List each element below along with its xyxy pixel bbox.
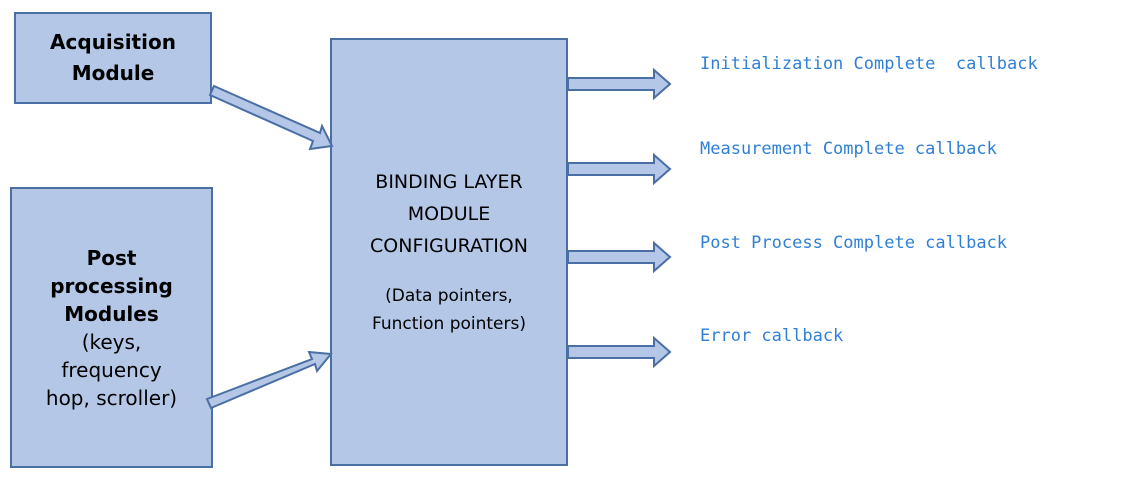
arrow-to-error-callback <box>567 335 672 369</box>
binding-layer-box: BINDING LAYER MODULE CONFIGURATION (Data… <box>330 38 568 466</box>
arrow-to-postprocess-callback <box>567 240 672 274</box>
initialization-complete-callback-label: Initialization Complete callback <box>700 54 1038 74</box>
arrow-to-initialization-callback <box>567 67 672 101</box>
post-detail-line2: frequency <box>61 357 162 382</box>
arrow-to-measurement-callback <box>567 152 672 186</box>
acquisition-label-line1: Acquisition <box>50 30 176 54</box>
acquisition-label-line2: Module <box>71 61 155 85</box>
error-callback-label: Error callback <box>700 326 844 346</box>
binding-title-line3: CONFIGURATION <box>370 235 528 257</box>
post-title-line1: Post <box>86 245 137 270</box>
binding-detail-line2: Function pointers) <box>371 314 526 334</box>
post-process-complete-callback-label: Post Process Complete callback <box>700 233 1008 253</box>
binding-detail: (Data pointers, Function pointers) <box>372 282 526 338</box>
measurement-complete-callback-label: Measurement Complete callback <box>700 139 997 159</box>
arrow-post-to-binding <box>205 350 333 410</box>
post-title-line2: processing <box>50 273 173 298</box>
binding-detail-line1: (Data pointers, <box>385 286 513 306</box>
binding-title-line1: BINDING LAYER <box>375 171 523 193</box>
post-title-line3: Modules <box>64 301 159 326</box>
acquisition-module-box: Acquisition Module <box>14 12 212 104</box>
arrow-acquisition-to-binding <box>208 84 334 151</box>
post-detail-line1: (keys, <box>81 329 142 354</box>
post-processing-modules-box: Post processing Modules (keys, frequency… <box>10 187 213 468</box>
post-detail-line3: hop, scroller) <box>45 385 178 410</box>
binding-title-line2: MODULE <box>407 203 491 225</box>
